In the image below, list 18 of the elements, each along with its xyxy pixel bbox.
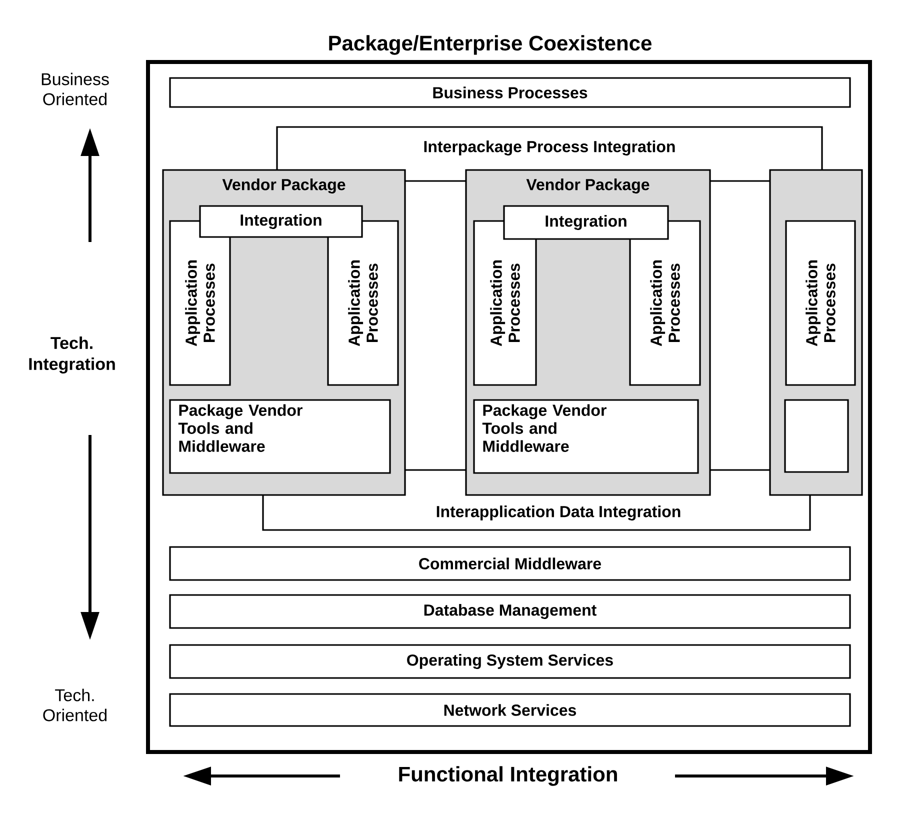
tools-box: Package Vendor Tools and Middleware <box>473 399 699 474</box>
empty-box <box>784 399 849 473</box>
process-box: Application Processes <box>169 220 231 386</box>
layer-box: Operating System Services <box>169 644 851 679</box>
axis-label: Tech. Integration <box>29 336 115 374</box>
layer-box: Network Services <box>169 693 851 727</box>
layer-box: Integration <box>199 205 363 238</box>
process-box: Application Processes <box>785 220 856 386</box>
axis-label: Tech. Oriented <box>43 688 106 722</box>
process-box: Application Processes <box>473 220 537 386</box>
axis-label: Business Oriented <box>42 72 109 106</box>
layer-box: Business Processes <box>169 77 851 108</box>
layer-box: Commercial Middleware <box>169 546 851 581</box>
axis-label: Functional Integration <box>399 766 617 786</box>
layer-box: Database Management <box>169 594 851 629</box>
layer-box: Integration <box>503 205 669 240</box>
title: Package/Enterprise Coexistence <box>329 35 652 55</box>
tools-box: Package Vendor Tools and Middleware <box>169 399 391 474</box>
